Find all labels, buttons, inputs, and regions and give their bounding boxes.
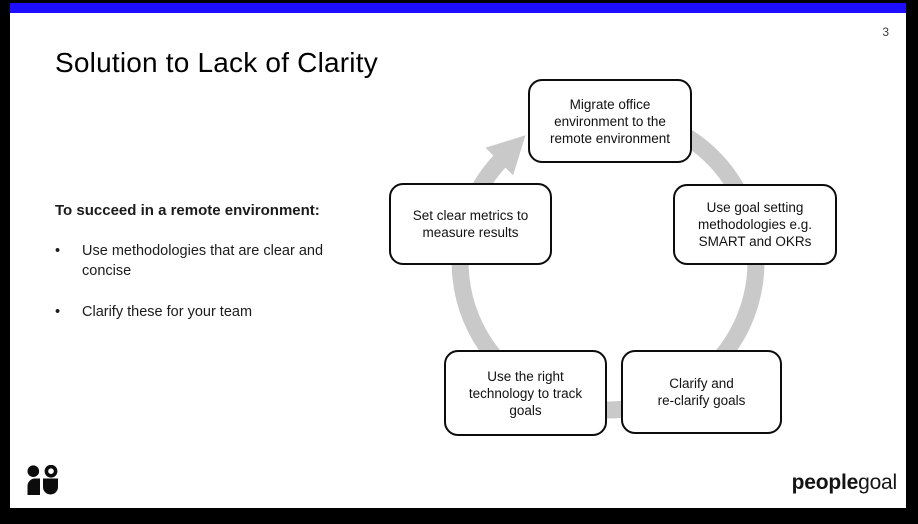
peoplegoal-mark-icon — [27, 465, 58, 495]
logo-light-part: goal — [858, 471, 897, 494]
bullet-item: • Clarify these for your team — [55, 302, 365, 322]
cycle-step-bottom-right: Clarify and re-clarify goals — [621, 350, 782, 434]
peoplegoal-logo: peoplegoal — [791, 471, 898, 495]
intro-heading: To succeed in a remote environment: — [55, 202, 320, 219]
cycle-step-label: Clarify and re-clarify goals — [657, 376, 746, 408]
cycle-step-label: Set clear metrics to measure results — [412, 208, 529, 240]
cycle-step-left: Set clear metrics to measure results — [389, 183, 552, 265]
bullet-marker: • — [55, 304, 61, 320]
cycle-step-top: Migrate office environment to the remote… — [528, 79, 692, 163]
cycle-step-label: Use the right technology to track goals — [468, 368, 583, 418]
logo-bold-part: people — [791, 471, 859, 494]
bullet-marker: • — [55, 243, 61, 259]
bullet-text: Use methodologies that are clear and con… — [82, 243, 324, 279]
bullet-text: Clarify these for your team — [82, 304, 253, 320]
cycle-step-right: Use goal setting methodologies e.g. SMAR… — [673, 184, 837, 265]
cycle-step-label: Migrate office environment to the remote… — [549, 96, 671, 146]
slide-title: Solution to Lack of Clarity — [55, 47, 378, 78]
slide: 3 Solution to Lack of Clarity To succeed… — [10, 13, 906, 508]
cycle-step-bottom-left: Use the right technology to track goals — [444, 350, 607, 436]
bullet-item: • Use methodologies that are clear and c… — [55, 241, 365, 281]
top-accent-bar — [10, 3, 906, 13]
left-text-panel: To succeed in a remote environment: • Us… — [55, 202, 365, 343]
cycle-step-label: Use goal setting methodologies e.g. SMAR… — [697, 200, 813, 249]
page-number: 3 — [882, 25, 889, 39]
bullet-list: • Use methodologies that are clear and c… — [55, 241, 365, 322]
